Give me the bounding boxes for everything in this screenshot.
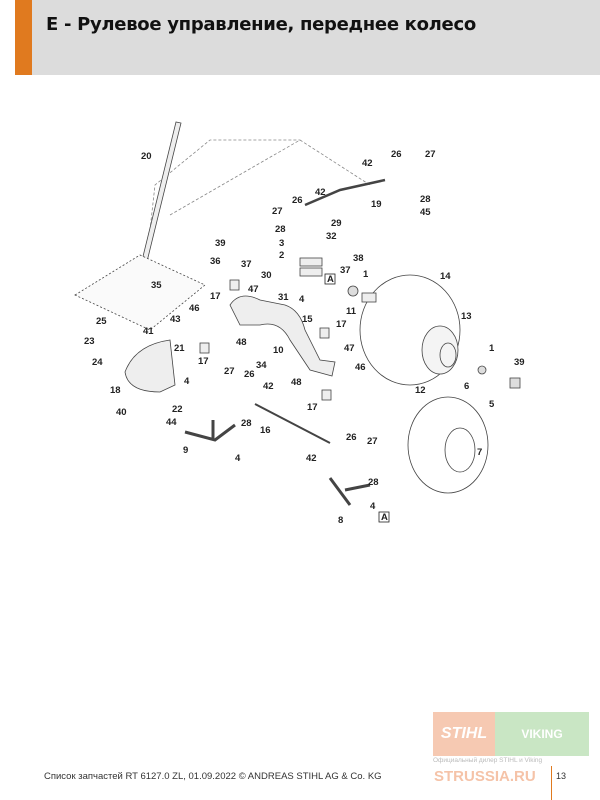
callout[interactable]: 29	[331, 218, 342, 229]
callout[interactable]: 28	[275, 224, 286, 235]
callout[interactable]: 39	[514, 357, 525, 368]
callout[interactable]: 14	[440, 271, 451, 282]
callout[interactable]: 11	[346, 306, 357, 317]
ref-marker: A	[327, 274, 334, 285]
ref-marker-box	[378, 511, 390, 523]
callout[interactable]: 1	[363, 269, 369, 280]
front-axle	[229, 295, 336, 377]
callout[interactable]: 28	[420, 194, 431, 205]
callout[interactable]: 34	[256, 360, 267, 371]
callout[interactable]: 26	[292, 195, 303, 206]
callout[interactable]: 48	[291, 377, 302, 388]
callout[interactable]: 35	[151, 280, 162, 291]
callout[interactable]: 23	[84, 336, 95, 347]
dealer-text: Официальный дилер STIHL и Viking	[433, 757, 543, 764]
callout[interactable]: 17	[307, 402, 318, 413]
callout[interactable]: 4	[184, 376, 190, 387]
callout[interactable]: 17	[198, 356, 209, 367]
callout[interactable]: 27	[367, 436, 378, 447]
callout[interactable]: 22	[172, 404, 183, 415]
callout[interactable]: 17	[336, 319, 347, 330]
callout[interactable]: 27	[224, 366, 235, 377]
callout[interactable]: 7	[477, 447, 482, 458]
callout-labels: 20 42 26 27 42 19 28 45 27 26 29 28 32 3…	[84, 149, 525, 526]
callout[interactable]: 15	[302, 314, 313, 325]
callout[interactable]: 21	[174, 343, 185, 354]
stihl-logo: STIHL	[433, 712, 495, 756]
callout[interactable]: 5	[489, 399, 495, 410]
callout[interactable]: 28	[368, 477, 379, 488]
callout[interactable]: 36	[210, 256, 221, 267]
page-divider	[551, 766, 552, 800]
callout[interactable]: 19	[371, 199, 382, 210]
callout[interactable]: 12	[415, 385, 426, 396]
callout[interactable]: 30	[261, 270, 272, 281]
drag-link	[304, 178, 386, 207]
callout[interactable]: 13	[461, 311, 472, 322]
callout[interactable]: 1	[489, 343, 495, 354]
callout[interactable]: 42	[263, 381, 274, 392]
callout[interactable]: 26	[244, 369, 255, 380]
callout[interactable]: 20	[141, 151, 152, 162]
callout[interactable]: 31	[278, 292, 289, 303]
callout[interactable]: 40	[116, 407, 127, 418]
callout[interactable]: 37	[340, 265, 351, 276]
page-title: E - Рулевое управление, переднее колесо	[46, 14, 476, 35]
callout[interactable]: 6	[464, 381, 469, 392]
callout[interactable]: 39	[215, 238, 226, 249]
callout[interactable]: 26	[391, 149, 402, 160]
callout[interactable]: 47	[248, 284, 259, 295]
callout[interactable]: 48	[236, 337, 247, 348]
ref-marker: A	[381, 512, 388, 523]
mounting-plate	[74, 254, 206, 331]
callout[interactable]: 46	[355, 362, 366, 373]
callout[interactable]: 47	[344, 343, 355, 354]
tie-rod	[254, 403, 331, 444]
callout[interactable]: 4	[299, 294, 305, 305]
header-band	[15, 0, 600, 75]
callout[interactable]: 38	[353, 253, 364, 264]
callout[interactable]: 3	[279, 238, 284, 249]
site-watermark: STRUSSIA.RU	[434, 768, 536, 785]
footer-copyright: Список запчастей RT 6127.0 ZL, 01.09.202…	[44, 771, 382, 782]
dealer-logo: STIHL VIKING	[433, 712, 589, 756]
callout[interactable]: 43	[170, 314, 181, 325]
callout[interactable]: 37	[241, 259, 252, 270]
callout[interactable]: 46	[189, 303, 200, 314]
callout[interactable]: 2	[279, 250, 284, 261]
callout[interactable]: 32	[326, 231, 337, 242]
callout[interactable]: 45	[420, 207, 431, 218]
wheel-hub	[421, 325, 459, 375]
callout[interactable]: 24	[92, 357, 103, 368]
callout[interactable]: 18	[110, 385, 121, 396]
callout[interactable]: 9	[183, 445, 188, 456]
callout[interactable]: 26	[346, 432, 357, 443]
frame-outline	[144, 139, 371, 276]
callout[interactable]: 4	[370, 501, 376, 512]
steering-sector	[124, 339, 176, 393]
callout[interactable]: 41	[143, 326, 154, 337]
callout[interactable]: 10	[273, 345, 284, 356]
callout[interactable]: 17	[210, 291, 221, 302]
header-accent-bar	[15, 0, 32, 75]
page-number: 13	[556, 771, 567, 781]
callout[interactable]: 42	[315, 187, 326, 198]
spindle-right	[328, 477, 371, 506]
callout[interactable]: 27	[425, 149, 436, 160]
viking-logo: VIKING	[495, 712, 589, 756]
spindle-left	[184, 420, 236, 442]
callout[interactable]: 8	[338, 515, 343, 526]
callout[interactable]: 44	[166, 417, 177, 428]
callout[interactable]: 42	[306, 453, 317, 464]
callout[interactable]: 42	[362, 158, 373, 169]
tire	[407, 396, 489, 494]
callout[interactable]: 25	[96, 316, 107, 327]
callout[interactable]: 4	[235, 453, 241, 464]
callout[interactable]: 16	[260, 425, 271, 436]
ref-marker-box	[324, 273, 336, 285]
callout[interactable]: 27	[272, 206, 283, 217]
callout[interactable]: 28	[241, 418, 252, 429]
